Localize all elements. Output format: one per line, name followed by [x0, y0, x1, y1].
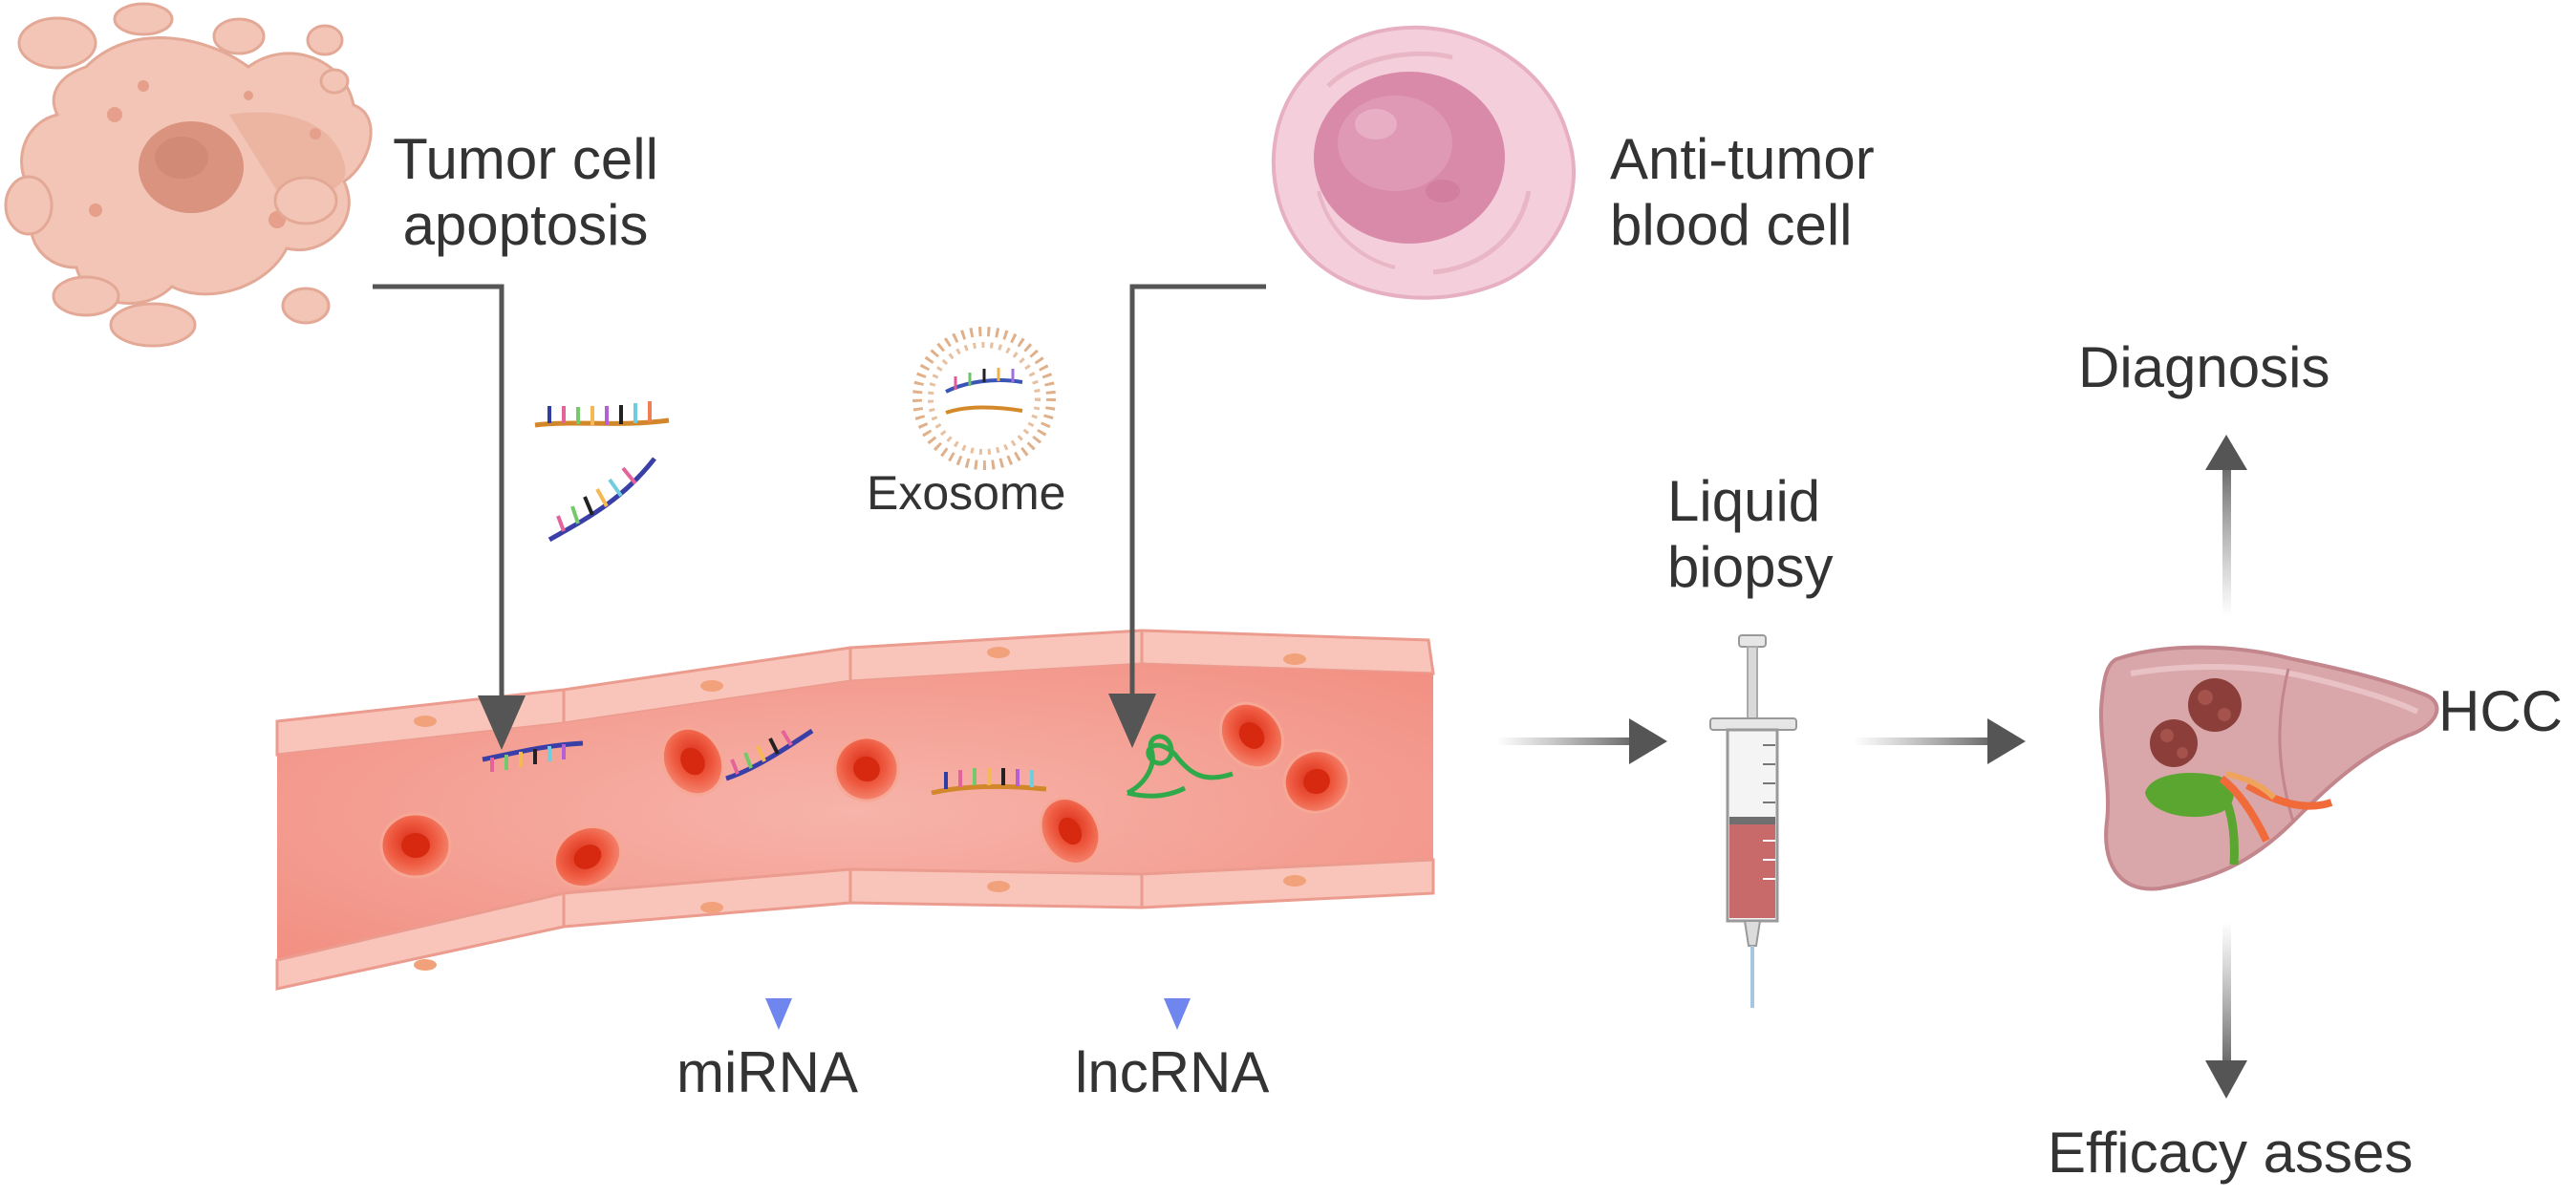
- rna-strand-icon: [482, 740, 584, 772]
- rna-strand-icon: [725, 728, 814, 781]
- red-blood-cell-icon: [1218, 701, 1285, 770]
- arrow-bloodcell-to-vessel: [1108, 284, 1266, 748]
- red-blood-cell-icon: [379, 812, 452, 879]
- exosome-label: Exosome: [867, 466, 1066, 520]
- red-blood-cell-icon: [1039, 797, 1102, 866]
- anti-tumor-label-line1: Anti-tumor: [1610, 127, 1875, 191]
- rna-strand-icon: [534, 401, 670, 428]
- diagnosis-label: Diagnosis: [2078, 335, 2330, 399]
- rna-strand-icon: [547, 457, 656, 543]
- mirna-label: miRNA: [676, 1040, 858, 1104]
- liquid-biopsy-label-line1: Liquid: [1667, 469, 1821, 533]
- tumor-cell-icon: [4, 2, 373, 348]
- blood-vessel-icon: [275, 629, 1435, 991]
- exosome-icon: [912, 327, 1056, 470]
- hcc-label: HCC: [2438, 679, 2563, 743]
- arrow-to-mirna: [765, 807, 792, 1030]
- liquid-biopsy-label-line2: biopsy: [1667, 535, 1834, 599]
- red-blood-cell-icon: [552, 824, 623, 889]
- arrow-tumor-to-vessel: [373, 284, 526, 750]
- liver-icon: [2098, 645, 2439, 891]
- blood-cell-icon: [1271, 25, 1577, 300]
- efficacy-label: Efficacy asses: [2048, 1121, 2414, 1185]
- syringe-icon: [1709, 634, 1797, 1008]
- arrow-to-hcc: [1854, 718, 2026, 764]
- tumor-cell-label-line1: Tumor cell: [393, 127, 658, 191]
- anti-tumor-label-line2: blood cell: [1610, 193, 1853, 257]
- arrow-to-lncrna: [1164, 807, 1191, 1030]
- anti-tumor-label: Anti-tumor blood cell: [1610, 126, 1875, 258]
- arrow-to-diagnosis: [2205, 435, 2247, 616]
- red-blood-cells: [379, 701, 1351, 889]
- lncrna-label: lncRNA: [1075, 1040, 1270, 1104]
- red-blood-cell-icon: [833, 736, 900, 802]
- arrow-to-efficacy: [2205, 922, 2247, 1099]
- lncrna-strand-icon: [1126, 734, 1234, 799]
- tumor-cell-label-line2: apoptosis: [402, 193, 649, 257]
- liquid-biopsy-label: Liquid biopsy: [1667, 468, 1833, 600]
- arrow-to-liquid-biopsy: [1495, 718, 1667, 764]
- red-blood-cell-icon: [1282, 749, 1351, 814]
- red-blood-cell-icon: [660, 726, 725, 797]
- tumor-cell-label: Tumor cell apoptosis: [377, 126, 674, 258]
- rna-strand-icon: [931, 768, 1047, 796]
